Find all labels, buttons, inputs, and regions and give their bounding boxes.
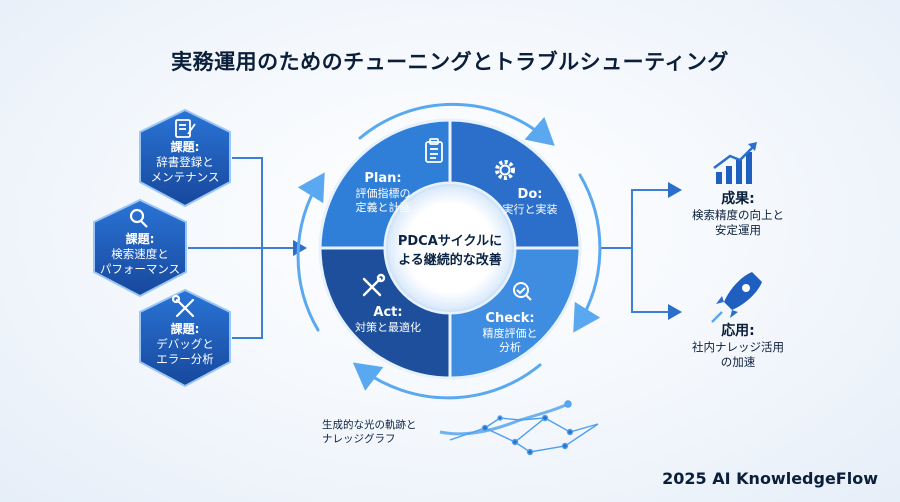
connector-issue-1 <box>232 157 295 249</box>
gear-icon <box>495 160 515 180</box>
segment-head: Act: <box>373 305 403 320</box>
outcome-head: 応用: <box>721 323 755 339</box>
left-connectors <box>188 157 307 339</box>
outcome-line: 安定運用 <box>715 223 761 237</box>
notebook-pen-icon <box>175 119 196 138</box>
issue-hexagons <box>93 108 231 388</box>
connector-out-top <box>631 182 682 248</box>
search-icon <box>129 208 148 228</box>
segment-line: 対策と最適化 <box>355 321 421 334</box>
cycle-center-text: PDCAサイクルに よる継続的な改善 <box>383 232 517 270</box>
issue-line: メンテナンス <box>150 170 220 184</box>
trail-line: ナレッジグラフ <box>322 433 396 445</box>
issue-line: デバッグと <box>156 337 214 351</box>
segment-head: Plan: <box>364 171 402 186</box>
issue-line: パフォーマンス <box>99 262 181 276</box>
cycle-segments <box>318 118 582 380</box>
ring-arc-right <box>573 173 602 333</box>
trail-line: 生成的な光の軌跡と <box>322 419 417 431</box>
segment-act <box>318 246 452 380</box>
hexagon-issue-1 <box>139 108 231 208</box>
outcome-line: 社内ナレッジ活用 <box>692 340 784 354</box>
segment-check <box>448 246 582 380</box>
cycle-ring <box>296 102 602 400</box>
outcome-application: 応用: 社内ナレッジ活用 の加速 <box>676 322 800 370</box>
cycle-center <box>386 184 514 312</box>
outcome-head: 成果: <box>721 191 755 207</box>
connector-out-bottom <box>631 248 682 320</box>
clipboard-checklist-icon <box>425 138 443 163</box>
issue-line: エラー分析 <box>156 352 214 366</box>
center-line: PDCAサイクルに <box>397 234 503 249</box>
issue-label-3: 課題: デバッグと エラー分析 <box>140 322 230 367</box>
issue-line: 辞書登録と <box>156 155 214 169</box>
segment-do <box>448 118 582 250</box>
page-title: 実務運用のためのチューニングとトラブルシューティング <box>171 50 729 74</box>
segment-line: 評価指標の <box>355 187 411 200</box>
outcome-result: 成果: 検索精度の向上と 安定運用 <box>676 190 800 238</box>
connector-issue-3 <box>232 248 263 339</box>
outcome-line: 検索精度の向上と <box>692 208 784 222</box>
magnifier-check-icon <box>513 282 532 301</box>
outcome-line: の加速 <box>720 355 756 369</box>
center-line: よる継続的な改善 <box>398 253 502 268</box>
segment-label-check: Check: 精度評価と 分析 <box>470 310 550 355</box>
segment-label-do: Do: 実行と実装 <box>490 186 570 217</box>
footer-brand: 2025 AI KnowledgeFlow <box>662 469 878 488</box>
segment-label-plan: Plan: 評価指標の 定義と計画 <box>342 170 424 215</box>
ring-arc-top <box>358 102 555 146</box>
segment-plan <box>318 118 452 250</box>
right-connectors <box>600 182 682 320</box>
ring-arc-bottom <box>352 362 542 400</box>
tools-icon <box>362 273 386 297</box>
segment-label-act: Act: 対策と最適化 <box>346 304 430 335</box>
issue-head: 課題: <box>170 140 200 154</box>
ring-arc-left <box>296 172 325 332</box>
issue-label-1: 課題: 辞書登録と メンテナンス <box>140 140 230 185</box>
rocket-icon <box>711 272 762 323</box>
issue-head: 課題: <box>170 322 200 336</box>
issue-line: 検索速度と <box>111 247 169 261</box>
segment-line: 分析 <box>499 341 521 354</box>
segment-line: 実行と実装 <box>502 203 558 216</box>
segment-line: 定義と計画 <box>355 201 411 214</box>
hexagon-issue-3 <box>139 288 231 388</box>
trail-caption: 生成的な光の軌跡と ナレッジグラフ <box>322 418 417 446</box>
hexagon-issue-2 <box>93 198 187 298</box>
issue-label-2: 課題: 検索速度と パフォーマンス <box>92 232 188 277</box>
knowledge-graph-trail <box>439 400 599 456</box>
segment-head: Do: <box>517 187 543 202</box>
segment-head: Check: <box>485 311 535 326</box>
wrench-screwdriver-icon <box>171 294 195 318</box>
issue-head: 課題: <box>125 232 155 246</box>
segment-line: 精度評価と <box>482 327 538 340</box>
bar-chart-growth-icon <box>713 142 757 184</box>
